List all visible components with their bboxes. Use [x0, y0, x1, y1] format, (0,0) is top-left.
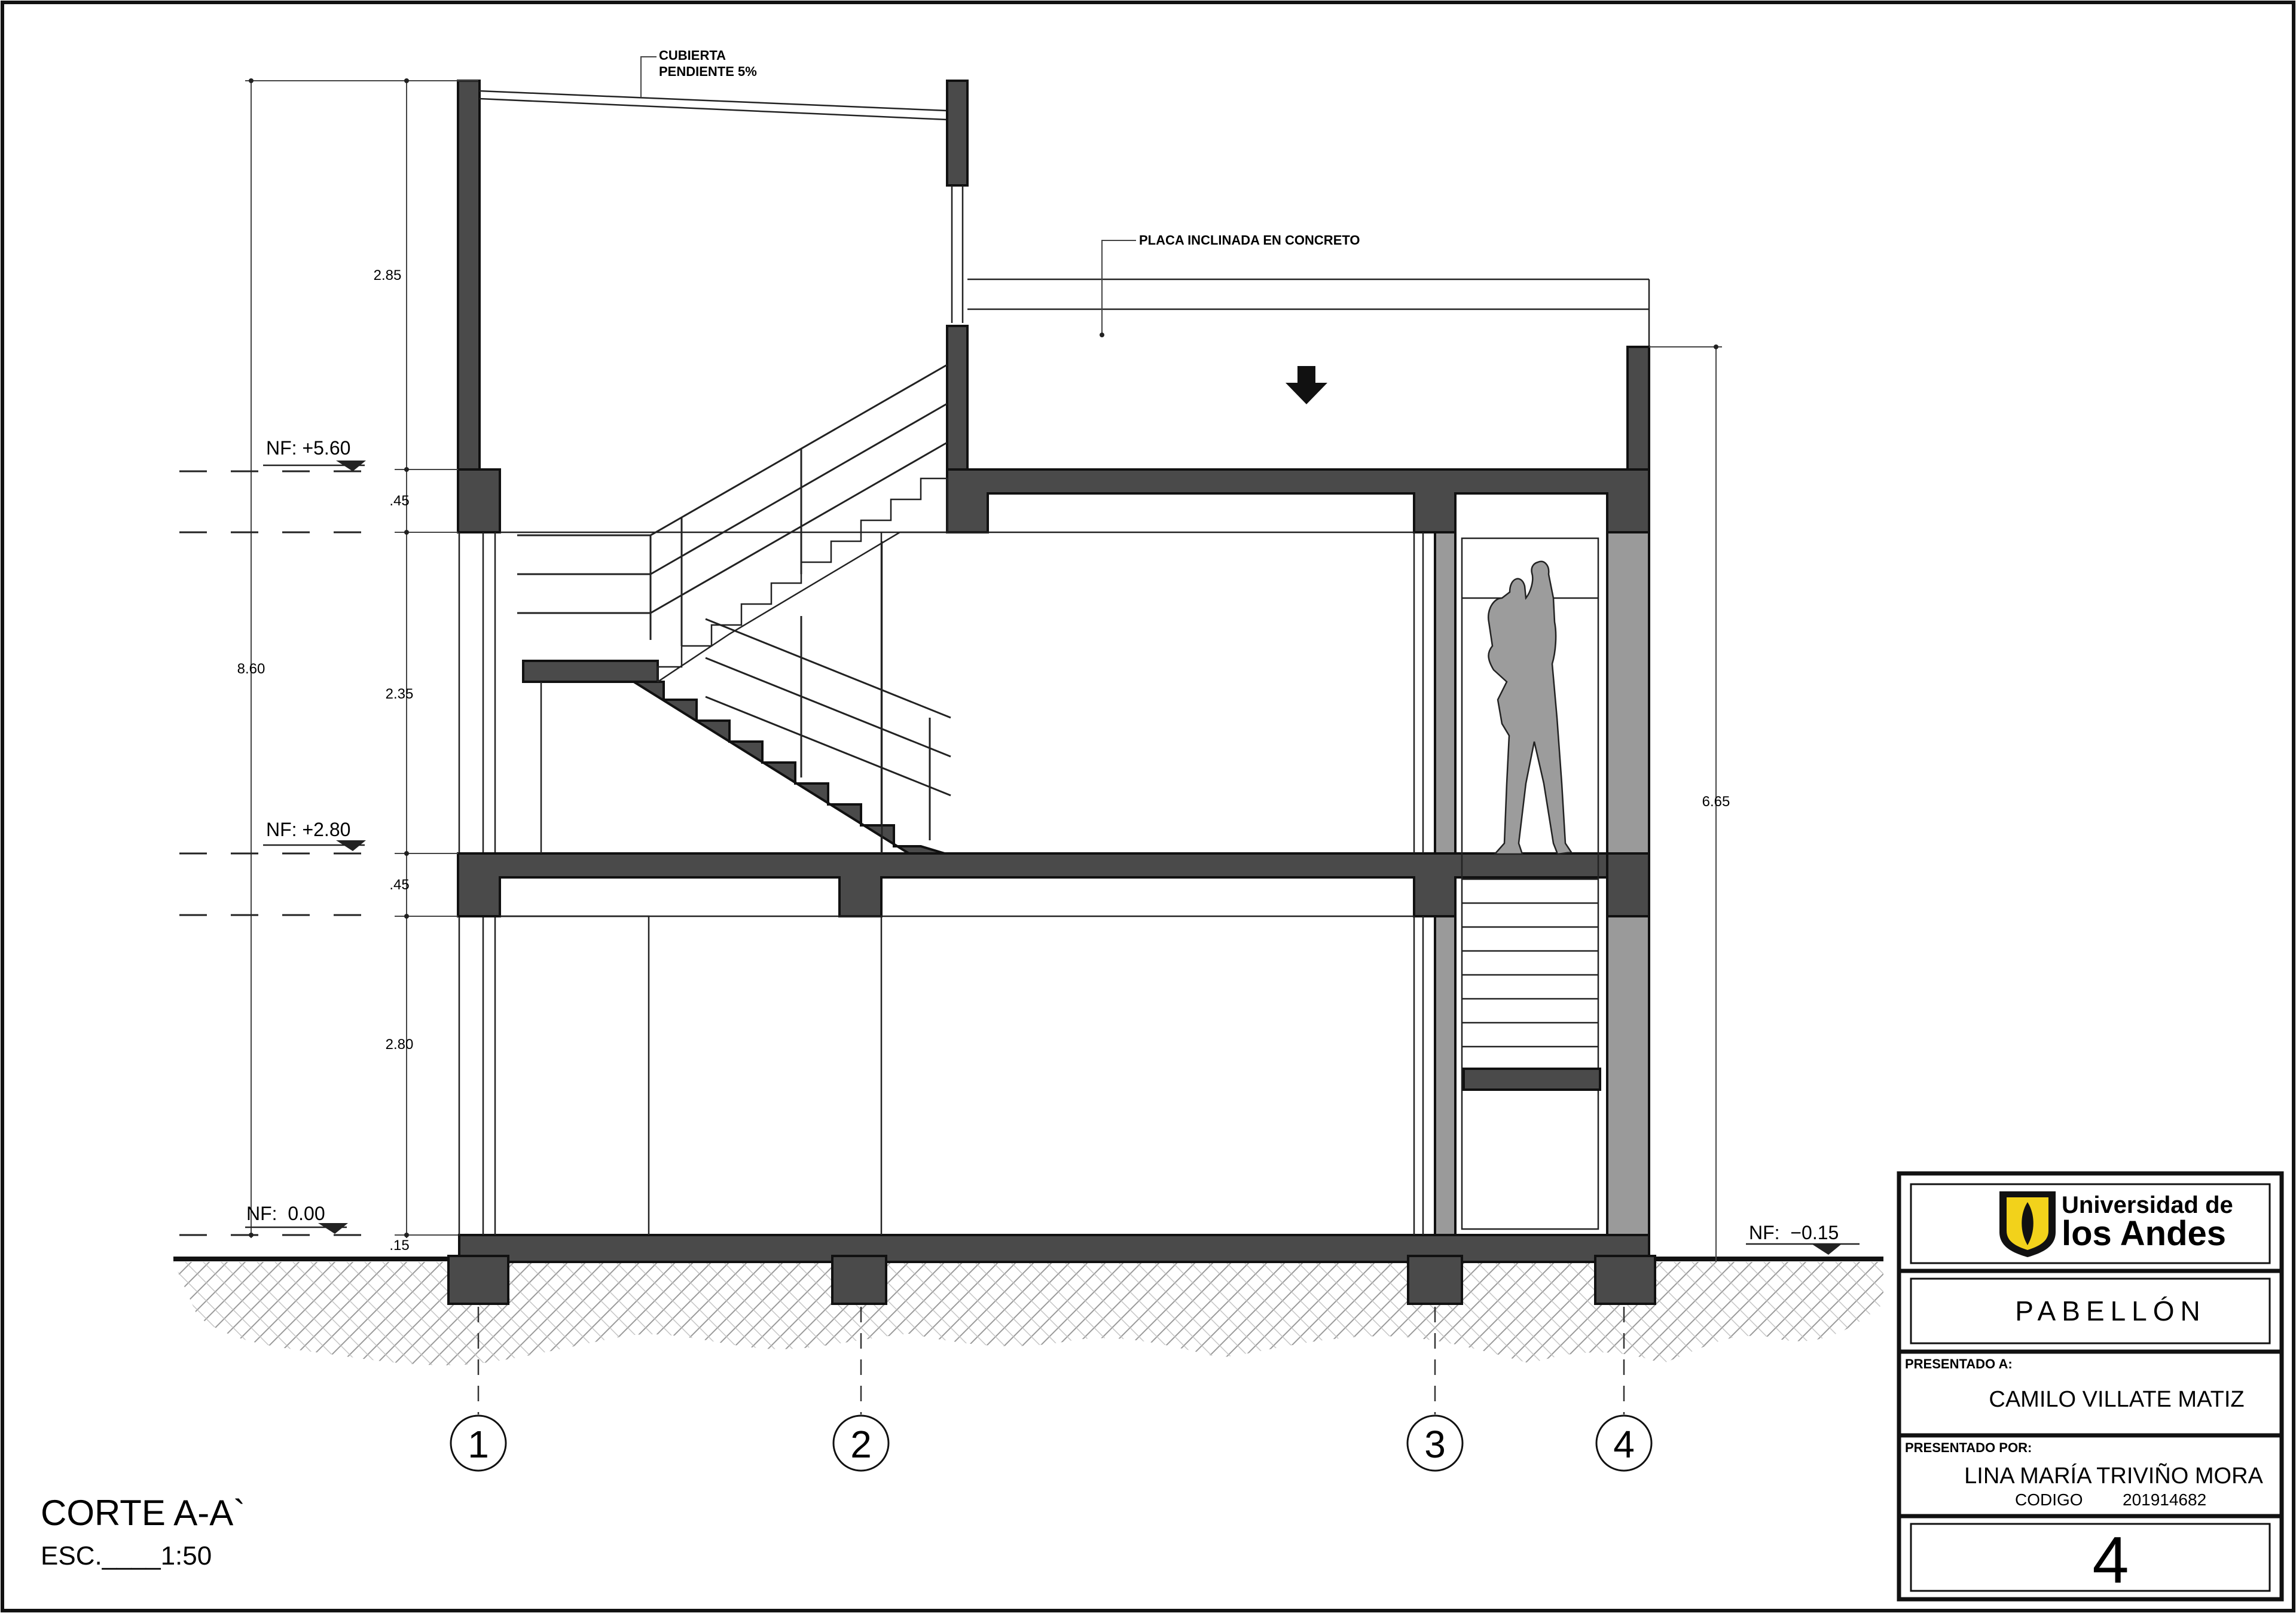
- stair-landing: [522, 660, 659, 683]
- dim-2-35: 2.35: [386, 686, 414, 702]
- footing-axis-3: [1407, 1255, 1463, 1305]
- tower-wall-top: [946, 80, 969, 187]
- view-arrow: [1286, 366, 1327, 404]
- roof-line-top: [479, 90, 948, 112]
- level-nf-m015: NF: −0.15: [1749, 1222, 1839, 1243]
- presented-by-label: PRESENTADO POR:: [1905, 1440, 2032, 1455]
- drawing-title: CORTE A-A`: [41, 1493, 245, 1533]
- axis-bubble-3: [1406, 1414, 1464, 1472]
- footing-axis-2: [831, 1255, 887, 1305]
- upper-slab: [946, 468, 1650, 533]
- roof-leader: [640, 56, 657, 97]
- annotation-inclined-slab: PLACA INCLINADA EN CONCRETO: [1139, 233, 1360, 248]
- grid-axes: [450, 1307, 1653, 1472]
- column-axis-4-upper: [1606, 531, 1650, 855]
- tower-wall-lower: [946, 325, 969, 474]
- dim-015: .15: [389, 1237, 409, 1254]
- shaft-landing: [1463, 1068, 1601, 1091]
- footing-axis-4: [1594, 1255, 1656, 1305]
- middle-slab: [457, 852, 1650, 917]
- rail-upper-a: [517, 364, 948, 536]
- beam-axis-4: [1606, 852, 1650, 917]
- logo-text-line2: los Andes: [2062, 1214, 2226, 1253]
- left-wall-upper: [457, 80, 481, 471]
- annotation-roof-line1: CUBIERTA: [659, 48, 726, 63]
- rail-lower-a: [705, 618, 951, 719]
- shaft-frame: [1461, 537, 1599, 1230]
- lower-flight: [630, 681, 945, 855]
- axis-label-1: 1: [468, 1423, 489, 1466]
- dimension-lines: [245, 78, 1722, 1262]
- title-block: [1897, 1171, 2284, 1602]
- level-nf-560: NF: +5.60: [266, 437, 350, 459]
- level-nf-280: NF: +2.80: [266, 819, 350, 840]
- drawing-scale: ESC.____1:50: [41, 1541, 212, 1571]
- placa-leader: [1101, 240, 1136, 335]
- modulor-figure: [1487, 560, 1573, 855]
- dim-2-85: 2.85: [374, 267, 402, 283]
- footing-axis-1: [447, 1255, 509, 1305]
- presented-to-label: PRESENTADO A:: [1905, 1356, 2013, 1371]
- university-logo: Universidad de los Andes: [1999, 1191, 2233, 1257]
- column-axis-3-upper: [1434, 531, 1457, 855]
- axis-label-4: 4: [1613, 1423, 1635, 1466]
- dim-2-80: 2.80: [386, 1036, 414, 1053]
- logo-text-line1: Universidad de: [2062, 1192, 2233, 1218]
- axis-label-3: 3: [1424, 1423, 1446, 1466]
- axis-bubble-1: [450, 1414, 507, 1472]
- dim-045-top: .45: [389, 493, 409, 509]
- shaft-steps: [1462, 878, 1598, 1048]
- dim-6-65: 6.65: [1702, 794, 1730, 810]
- ground-slab: [458, 1234, 1650, 1263]
- left-beam-top: [457, 468, 501, 533]
- axis-bubble-2: [832, 1414, 890, 1472]
- presented-to-name: CAMILO VILLATE MATIZ: [1989, 1387, 2244, 1412]
- presented-by-name: LINA MARÍA TRIVIÑO MORA: [1964, 1463, 2263, 1489]
- rail-lower-b: [705, 657, 951, 758]
- roof-line-bottom: [479, 97, 948, 121]
- stairs: [517, 364, 951, 855]
- axis-bubble-4: [1595, 1414, 1653, 1472]
- structure: [447, 80, 1656, 1305]
- right-parapet: [1626, 346, 1650, 474]
- level-lines: [179, 461, 1860, 1255]
- code-label: CODIGO: [2015, 1490, 2083, 1509]
- annotation-roof-line2: PENDIENTE 5%: [659, 64, 757, 79]
- axis-label-2: 2: [850, 1423, 872, 1466]
- column-axis-3-lower: [1434, 915, 1457, 1236]
- column-axis-4-lower: [1606, 915, 1650, 1236]
- rail-lower-c: [705, 696, 951, 797]
- upper-flight: [657, 477, 948, 683]
- level-nf-000: NF: 0.00: [246, 1203, 325, 1224]
- project-name: PABELLÓN: [2015, 1295, 2206, 1327]
- dim-045-mid: .45: [389, 877, 409, 893]
- code-value: 201914682: [2123, 1490, 2206, 1509]
- sheet-number: 4: [2092, 1523, 2129, 1597]
- door-frame: [500, 915, 650, 1235]
- dim-8-60: 8.60: [237, 661, 265, 677]
